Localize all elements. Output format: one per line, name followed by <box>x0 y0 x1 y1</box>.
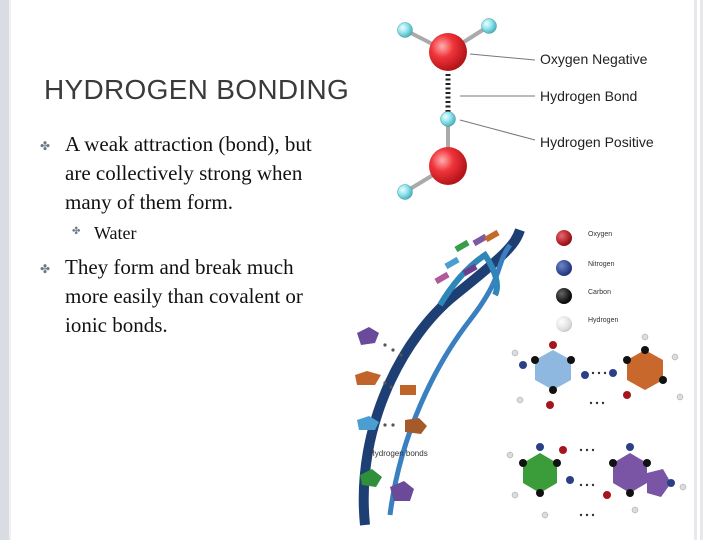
slide-title: HYDROGEN BONDING <box>44 74 350 105</box>
hydrogen-key-dot <box>556 316 572 332</box>
nitrogen-key-dot <box>556 260 572 276</box>
hydrogen-atom <box>440 111 456 127</box>
water-hydrogen-bond-figure: Oxygen Negative Hydrogen Bond Hydrogen P… <box>390 12 690 222</box>
bullet-icon: ✤ <box>40 262 51 276</box>
dna-base <box>472 233 488 247</box>
carbon-key-dot <box>556 288 572 304</box>
dna-base <box>357 416 379 430</box>
bullet-text: A weak attraction (bond), but are collec… <box>65 132 312 214</box>
label-hydrogen-positive: Hydrogen Positive <box>540 134 654 150</box>
bullet-item: ✤ A weak attraction (bond), but are coll… <box>40 130 330 243</box>
dna-base <box>390 481 414 501</box>
dna-helix-illustration <box>355 228 687 526</box>
dna-base <box>355 371 381 385</box>
dna-base-pairing-figure <box>345 225 695 540</box>
dna-base <box>462 263 478 277</box>
dna-base <box>434 271 450 285</box>
base-ring <box>647 469 671 497</box>
water-molecules-illustration <box>397 18 536 200</box>
dna-backbone-strand <box>387 243 513 516</box>
key-label: Oxygen <box>588 231 613 238</box>
hydrogen-atom <box>397 184 413 200</box>
oxygen-key-dot <box>556 230 572 246</box>
bullet-item: ✤ They form and break much more easily t… <box>40 253 330 340</box>
left-accent-bar <box>0 0 9 540</box>
left-accent-line <box>9 0 11 540</box>
key-label: Carbon <box>588 289 611 296</box>
bullet-text: They form and break much more easily tha… <box>65 255 303 337</box>
atom-color-key: Oxygen Nitrogen Carbon Hydrogen <box>556 228 646 338</box>
dna-backbone-strand <box>437 250 500 307</box>
label-hydrogen-bond: Hydrogen Bond <box>540 88 638 104</box>
base-ring <box>535 350 571 390</box>
dna-base <box>405 418 427 434</box>
dna-base <box>454 239 470 253</box>
bullet-icon: ✤ <box>72 226 81 237</box>
bullet-icon: ✤ <box>40 139 51 153</box>
hydrogen-bonds-label: Hydrogen bonds <box>369 449 428 458</box>
right-accent-line <box>700 0 703 540</box>
base-pair-bottom <box>506 443 687 519</box>
oxygen-atom <box>429 33 467 71</box>
base-ring <box>627 350 663 390</box>
sub-bullet-item: ✤ Water <box>72 222 137 244</box>
sub-bullet-text: Water <box>94 223 137 243</box>
dna-base <box>400 385 416 395</box>
hydrogen-atom <box>481 18 497 34</box>
right-accent-line <box>694 0 697 540</box>
base-pair-top <box>511 333 684 409</box>
key-label: Hydrogen <box>588 317 619 324</box>
base-ring <box>523 453 557 493</box>
label-oxygen-negative: Oxygen Negative <box>540 51 648 67</box>
right-accent-bar <box>692 0 720 540</box>
dna-base <box>357 327 379 345</box>
dna-base <box>360 469 382 487</box>
dna-base <box>444 256 460 270</box>
base-ring <box>613 453 647 493</box>
oxygen-atom <box>429 147 467 185</box>
dna-base <box>484 229 500 243</box>
hydrogen-atom <box>397 22 413 38</box>
key-label: Nitrogen <box>588 261 615 268</box>
